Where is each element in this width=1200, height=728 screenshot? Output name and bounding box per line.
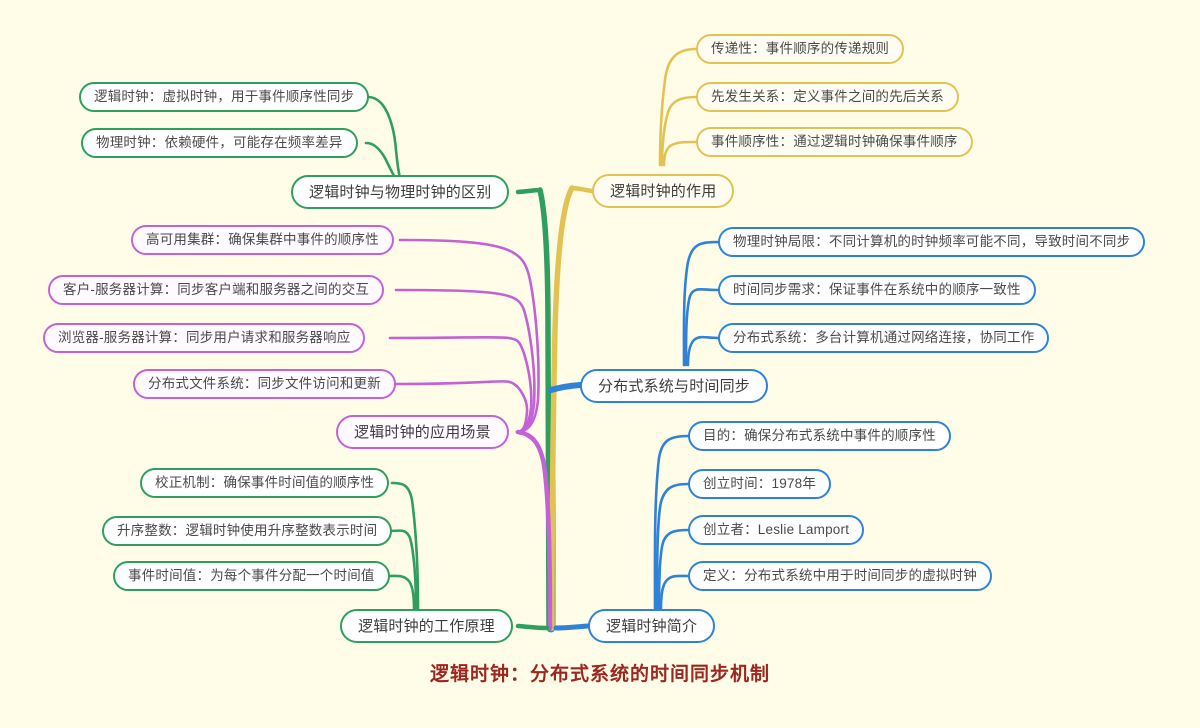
- leaf-node-applications-1[interactable]: 客户-服务器计算：同步客户端和服务器之间的交互: [48, 275, 385, 305]
- branch-node-principle[interactable]: 逻辑时钟的工作原理: [340, 609, 513, 643]
- edge-role-2: [662, 140, 698, 167]
- edge-applications-0: [398, 238, 540, 434]
- trunk-yellow: [549, 185, 575, 631]
- edge-role-0: [658, 47, 698, 167]
- branch-node-distributed[interactable]: 分布式系统与时间同步: [580, 369, 769, 403]
- leaf-node-role-2[interactable]: 事件顺序性：通过逻辑时钟确保事件顺序: [696, 127, 973, 157]
- edge-distributed-2: [686, 335, 720, 367]
- leaf-node-distributed-0[interactable]: 物理时钟局限：不同计算机的时钟频率可能不同，导致时间不同步: [718, 227, 1146, 257]
- leaf-label: 目的：确保分布式系统中事件的顺序性: [703, 428, 936, 444]
- branch-node-applications[interactable]: 逻辑时钟的应用场景: [336, 415, 509, 449]
- leaf-label: 高可用集群：确保集群中事件的顺序性: [146, 232, 379, 248]
- leaf-node-principle-0[interactable]: 校正机制：确保事件时间值的顺序性: [140, 468, 390, 498]
- root-title: 逻辑时钟：分布式系统的时间同步机制: [429, 664, 770, 685]
- leaf-node-intro-1[interactable]: 创立时间：1978年: [688, 469, 832, 499]
- branch-label: 逻辑时钟与物理时钟的区别: [309, 183, 492, 201]
- edge-intro-2: [657, 528, 690, 610]
- leaf-label: 升序整数：逻辑时钟使用升序整数表示时间: [117, 523, 378, 539]
- leaf-node-difference-1[interactable]: 物理时钟：依赖硬件，可能存在频率差异: [81, 128, 358, 158]
- leaf-label: 物理时钟：依赖硬件，可能存在频率差异: [96, 135, 343, 151]
- edge-principle-2: [388, 574, 416, 610]
- leaf-label: 校正机制：确保事件时间值的顺序性: [155, 475, 375, 491]
- leaf-node-applications-0[interactable]: 高可用集群：确保集群中事件的顺序性: [131, 225, 394, 255]
- leaf-node-role-0[interactable]: 传递性：事件顺序的传递规则: [696, 34, 905, 64]
- edge-intro-0: [653, 434, 690, 610]
- edge-principle-0: [390, 481, 420, 610]
- leaf-label: 创立者：Leslie Lamport: [703, 522, 850, 538]
- edge-root-role: [569, 185, 595, 194]
- edge-intro-3: [659, 574, 690, 610]
- edge-principle-1: [388, 529, 418, 610]
- leaf-label: 事件时间值：为每个事件分配一个时间值: [128, 568, 375, 584]
- leaf-label: 分布式系统：多台计算机通过网络连接，协同工作: [733, 330, 1035, 346]
- leaf-node-applications-3[interactable]: 分布式文件系统：同步文件访问和更新: [133, 369, 396, 399]
- branch-node-difference[interactable]: 逻辑时钟与物理时钟的区别: [291, 175, 510, 209]
- branch-label: 逻辑时钟简介: [606, 617, 698, 635]
- edge-distributed-1: [684, 287, 720, 367]
- leaf-node-distributed-1[interactable]: 时间同步需求：保证事件在系统中的顺序一致性: [718, 275, 1036, 305]
- branch-label: 分布式系统与时间同步: [598, 377, 751, 395]
- edge-root-difference: [515, 187, 543, 195]
- leaf-label: 事件顺序性：通过逻辑时钟确保事件顺序: [711, 134, 958, 150]
- leaf-node-principle-1[interactable]: 升序整数：逻辑时钟使用升序整数表示时间: [102, 516, 393, 546]
- edge-role-1: [660, 95, 698, 167]
- branch-label: 逻辑时钟的工作原理: [358, 617, 495, 635]
- leaf-node-intro-2[interactable]: 创立者：Leslie Lamport: [688, 515, 865, 545]
- leaf-label: 浏览器-服务器计算：同步用户请求和服务器响应: [58, 330, 351, 346]
- leaf-node-distributed-2[interactable]: 分布式系统：多台计算机通过网络连接，协同工作: [718, 323, 1050, 353]
- leaf-node-difference-0[interactable]: 逻辑时钟：虚拟时钟，用于事件顺序性同步: [79, 82, 370, 112]
- edge-root-distributed: [548, 382, 583, 393]
- branch-node-intro[interactable]: 逻辑时钟简介: [588, 609, 716, 643]
- leaf-label: 时间同步需求：保证事件在系统中的顺序一致性: [733, 282, 1021, 298]
- leaf-node-principle-2[interactable]: 事件时间值：为每个事件分配一个时间值: [113, 561, 390, 591]
- edge-intro-1: [655, 482, 690, 610]
- leaf-node-intro-0[interactable]: 目的：确保分布式系统中事件的顺序性: [688, 421, 951, 451]
- edge-root-intro: [553, 623, 591, 631]
- leaf-label: 创立时间：1978年: [703, 476, 817, 492]
- edge-applications-1: [394, 288, 536, 434]
- branch-node-role[interactable]: 逻辑时钟的作用: [592, 174, 735, 208]
- leaf-label: 客户-服务器计算：同步客户端和服务器之间的交互: [63, 282, 370, 298]
- leaf-label: 先发生关系：定义事件之间的先后关系: [711, 89, 944, 105]
- leaf-label: 逻辑时钟：虚拟时钟，用于事件顺序性同步: [94, 89, 355, 105]
- leaf-node-intro-3[interactable]: 定义：分布式系统中用于时间同步的虚拟时钟: [688, 561, 992, 591]
- edge-distributed-0: [682, 240, 720, 367]
- leaf-node-applications-2[interactable]: 浏览器-服务器计算：同步用户请求和服务器响应: [43, 323, 366, 353]
- trunk-green: [537, 187, 552, 631]
- leaf-label: 分布式文件系统：同步文件访问和更新: [148, 376, 381, 392]
- trunk-purple: [515, 429, 553, 631]
- branch-label: 逻辑时钟的应用场景: [354, 423, 491, 441]
- edge-root-principle: [515, 623, 550, 631]
- leaf-node-role-1[interactable]: 先发生关系：定义事件之间的先后关系: [696, 82, 959, 112]
- branch-label: 逻辑时钟的作用: [610, 182, 717, 200]
- leaf-label: 定义：分布式系统中用于时间同步的虚拟时钟: [703, 568, 977, 584]
- leaf-label: 物理时钟局限：不同计算机的时钟频率可能不同，导致时间不同步: [733, 234, 1131, 250]
- leaf-label: 传递性：事件顺序的传递规则: [711, 41, 890, 57]
